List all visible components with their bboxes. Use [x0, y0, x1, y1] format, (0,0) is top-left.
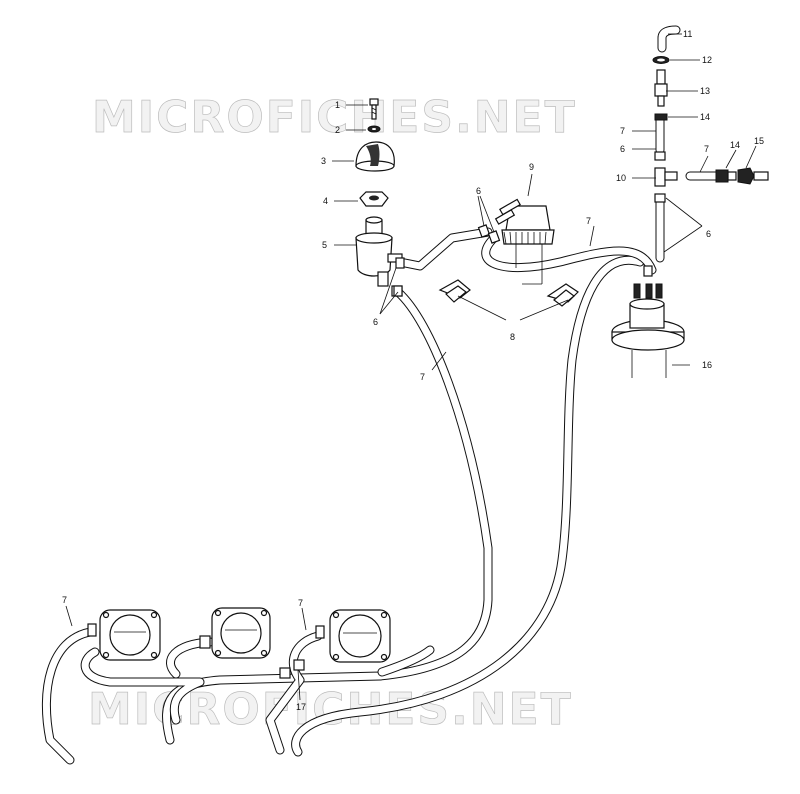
carburetor-right [329, 609, 391, 663]
callout-6-upper: 6 [620, 144, 625, 154]
callout-14-vertical: 14 [700, 112, 710, 122]
callout-labels: 1 2 3 4 5 6 6 6 6 7 7 7 7 7 7 8 9 10 11 … [62, 29, 764, 712]
hex-nut [359, 191, 389, 207]
callout-5: 5 [322, 240, 327, 250]
bolt [369, 98, 379, 120]
fuel-tank-cap-assembly [494, 198, 555, 285]
callout-3: 3 [321, 156, 326, 166]
check-valve-vertical [654, 113, 668, 121]
callout-7-long: 7 [420, 372, 425, 382]
carburetor-center [211, 607, 271, 659]
callout-15: 15 [754, 136, 764, 146]
callout-12: 12 [702, 55, 712, 65]
leader-lines [65, 33, 757, 701]
callout-1: 1 [335, 100, 340, 110]
carburetor-left [99, 609, 161, 661]
elbow-fitting [657, 25, 681, 53]
callout-7-tank-hose: 7 [586, 216, 591, 226]
callout-7-left-carb: 7 [62, 595, 67, 605]
callout-17: 17 [296, 702, 306, 712]
callout-7-right-carb: 7 [298, 598, 303, 608]
washer [367, 125, 381, 133]
check-valve-horizontal [715, 169, 737, 183]
callout-9: 9 [529, 162, 534, 172]
tee-fitting [654, 151, 678, 203]
callout-7-vent: 7 [704, 144, 709, 154]
callout-14-horizontal: 14 [730, 140, 740, 150]
inline-fitting [654, 69, 668, 107]
fuel-filter [355, 216, 403, 297]
hose-clips [438, 279, 579, 307]
filter-cap [355, 141, 395, 172]
callout-11: 11 [683, 29, 692, 39]
callout-6-tank: 6 [476, 186, 481, 196]
callout-4: 4 [323, 196, 328, 206]
fuel-hoses [41, 115, 727, 765]
callout-13: 13 [700, 86, 710, 96]
watermark-top: MICROFICHES.NET [92, 92, 577, 143]
vent-valve [737, 167, 769, 185]
callout-7-upper: 7 [620, 126, 625, 136]
callout-6-filter: 6 [373, 317, 378, 327]
callout-16: 16 [702, 360, 712, 370]
watermark-bottom: MICROFICHES.NET [88, 684, 573, 735]
fuel-pump [611, 283, 685, 378]
callout-2: 2 [335, 125, 340, 135]
callout-8: 8 [510, 332, 515, 342]
callout-10: 10 [616, 173, 626, 183]
hose-clamp [652, 56, 670, 64]
callout-6-lower: 6 [706, 229, 711, 239]
